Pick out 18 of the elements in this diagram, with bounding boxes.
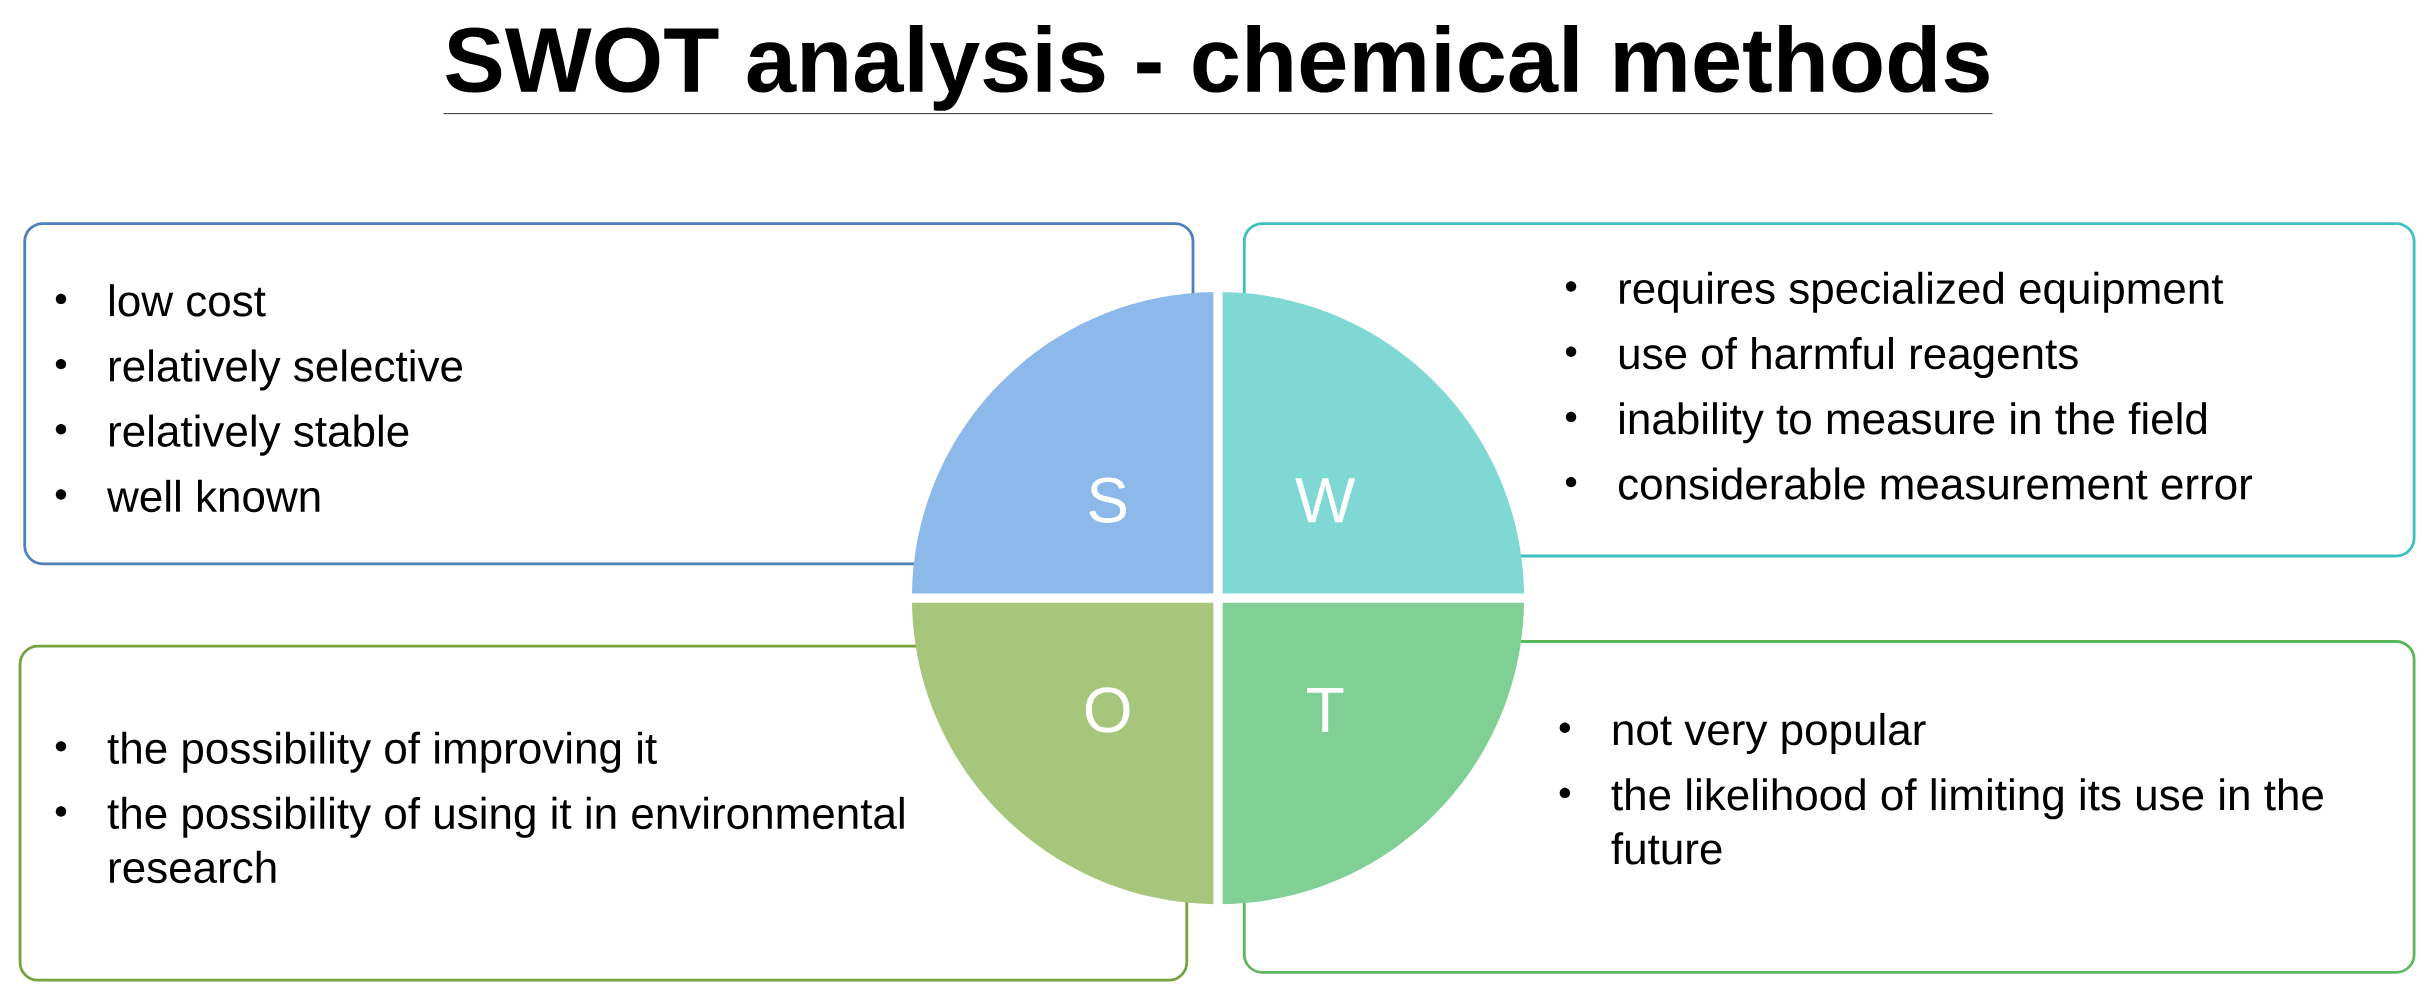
list-item: the possibility of using it in environmental research bbox=[55, 796, 904, 884]
quadrant: W bbox=[1295, 478, 1356, 523]
title: SWOT analysis - chemical methods bbox=[443, 25, 1993, 115]
list-item: not very popular bbox=[1559, 713, 1926, 755]
list-item: the likelihood of limiting its use in the future bbox=[1559, 778, 2323, 865]
list-item: well known bbox=[55, 479, 320, 513]
quadrant: T bbox=[1307, 688, 1344, 733]
list-item: the possibility of improving it bbox=[55, 731, 657, 773]
list-item: relatively stable bbox=[55, 414, 409, 456]
list-item: low cost bbox=[55, 284, 266, 317]
list-item: requires specialized equipment bbox=[1565, 271, 2224, 313]
quadrant bbox=[911, 602, 1214, 905]
list-item: inability to measure in the field bbox=[1565, 402, 2207, 444]
quadrant bbox=[1222, 602, 1525, 905]
list-item: considerable measurement error bbox=[1565, 467, 2253, 500]
quadrant: O bbox=[1085, 687, 1130, 733]
list-item: use of harmful reagents bbox=[1565, 337, 2078, 379]
list-item: relatively selective bbox=[55, 349, 463, 391]
